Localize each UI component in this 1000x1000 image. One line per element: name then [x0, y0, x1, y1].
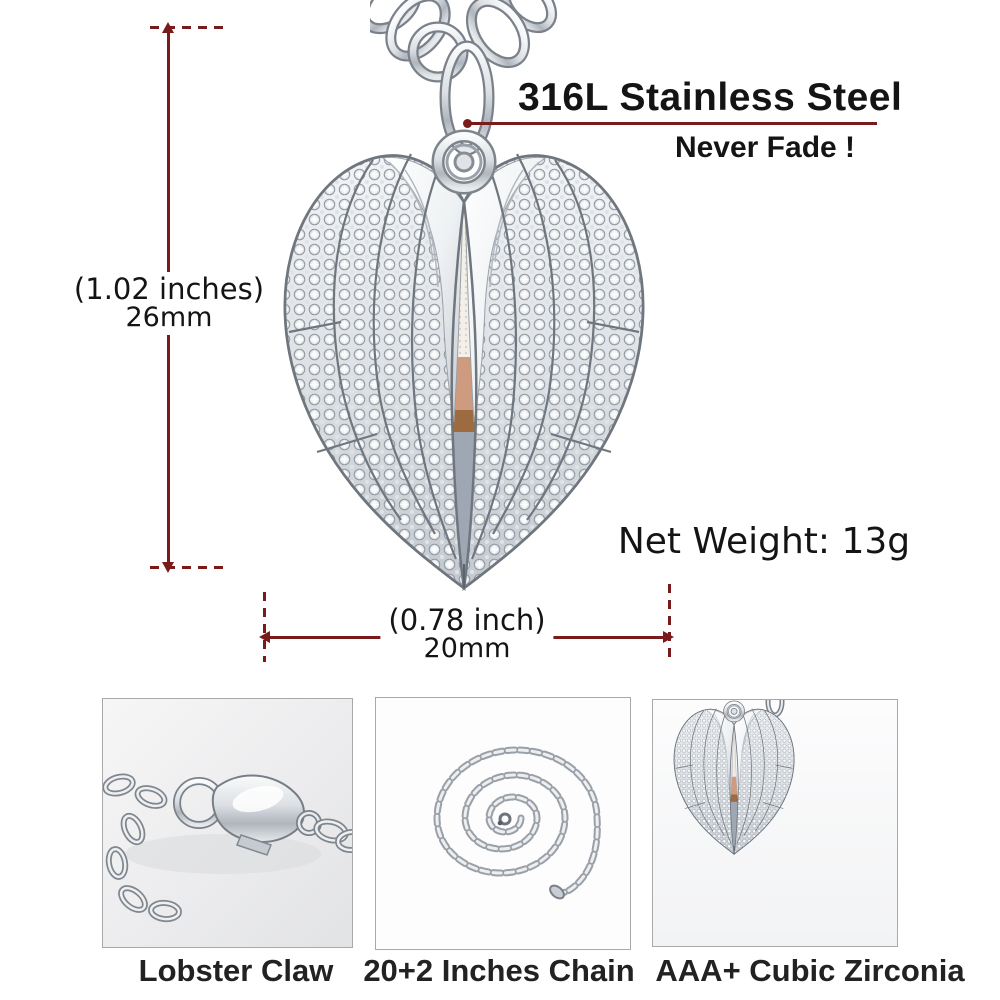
width-dimension-arrow-right	[663, 631, 674, 643]
width-dimension-arrow-left	[259, 631, 270, 643]
clasp-trigger	[236, 834, 272, 856]
bail	[439, 40, 495, 156]
detail-panel-lobster-claw	[102, 698, 353, 948]
detail-panel-label-lobster-claw: Lobster Claw	[138, 953, 334, 988]
material-title: 316L Stainless Steel	[518, 76, 903, 119]
height-dimension-arrow-bottom	[162, 562, 174, 573]
material-pointer-line	[468, 122, 877, 125]
net-weight-text: Net Weight: 13g	[617, 521, 911, 562]
chain-links	[370, 0, 558, 83]
necklace-chain-photo	[370, 0, 558, 156]
height-dimension-extension-bottom	[150, 566, 226, 569]
chain-end-clasp	[549, 884, 565, 900]
height-dimension-extension-top	[150, 26, 226, 29]
material-pointer-dot	[463, 119, 472, 128]
width-mm-text: 20mm	[423, 633, 511, 665]
chain-center-link	[498, 812, 512, 826]
width-dimension-extension-right	[668, 584, 671, 660]
detail-panel-chain	[375, 697, 631, 950]
cz-pendant-photo	[653, 700, 897, 946]
coiled-chain-photo	[433, 746, 601, 900]
height-mm-text: 26mm	[125, 302, 213, 334]
extension-chain	[103, 773, 182, 923]
detail-panel-label-cubic-zirconia: AAA+ Cubic Zirconia	[655, 953, 965, 988]
lobster-clasp	[211, 774, 305, 856]
detail-panel-label-chain: 20+2 Inches Chain	[363, 953, 635, 988]
width-inches-text: (0.78 inch)	[388, 603, 546, 637]
pendant-photo	[277, 122, 651, 592]
chain-spiral	[433, 746, 601, 897]
detail-panel-pendant	[652, 699, 898, 947]
width-dimension-label: (0.78 inch) 20mm	[380, 603, 554, 666]
material-subtitle: Never Fade !	[674, 131, 856, 164]
height-inches-text: (1.02 inches)	[73, 272, 265, 306]
height-dimension-label: (1.02 inches) 26mm	[65, 272, 273, 335]
height-dimension-arrow-top	[162, 22, 174, 33]
lobster-claw-photo	[103, 773, 352, 923]
width-dimension-extension-left	[263, 592, 266, 662]
